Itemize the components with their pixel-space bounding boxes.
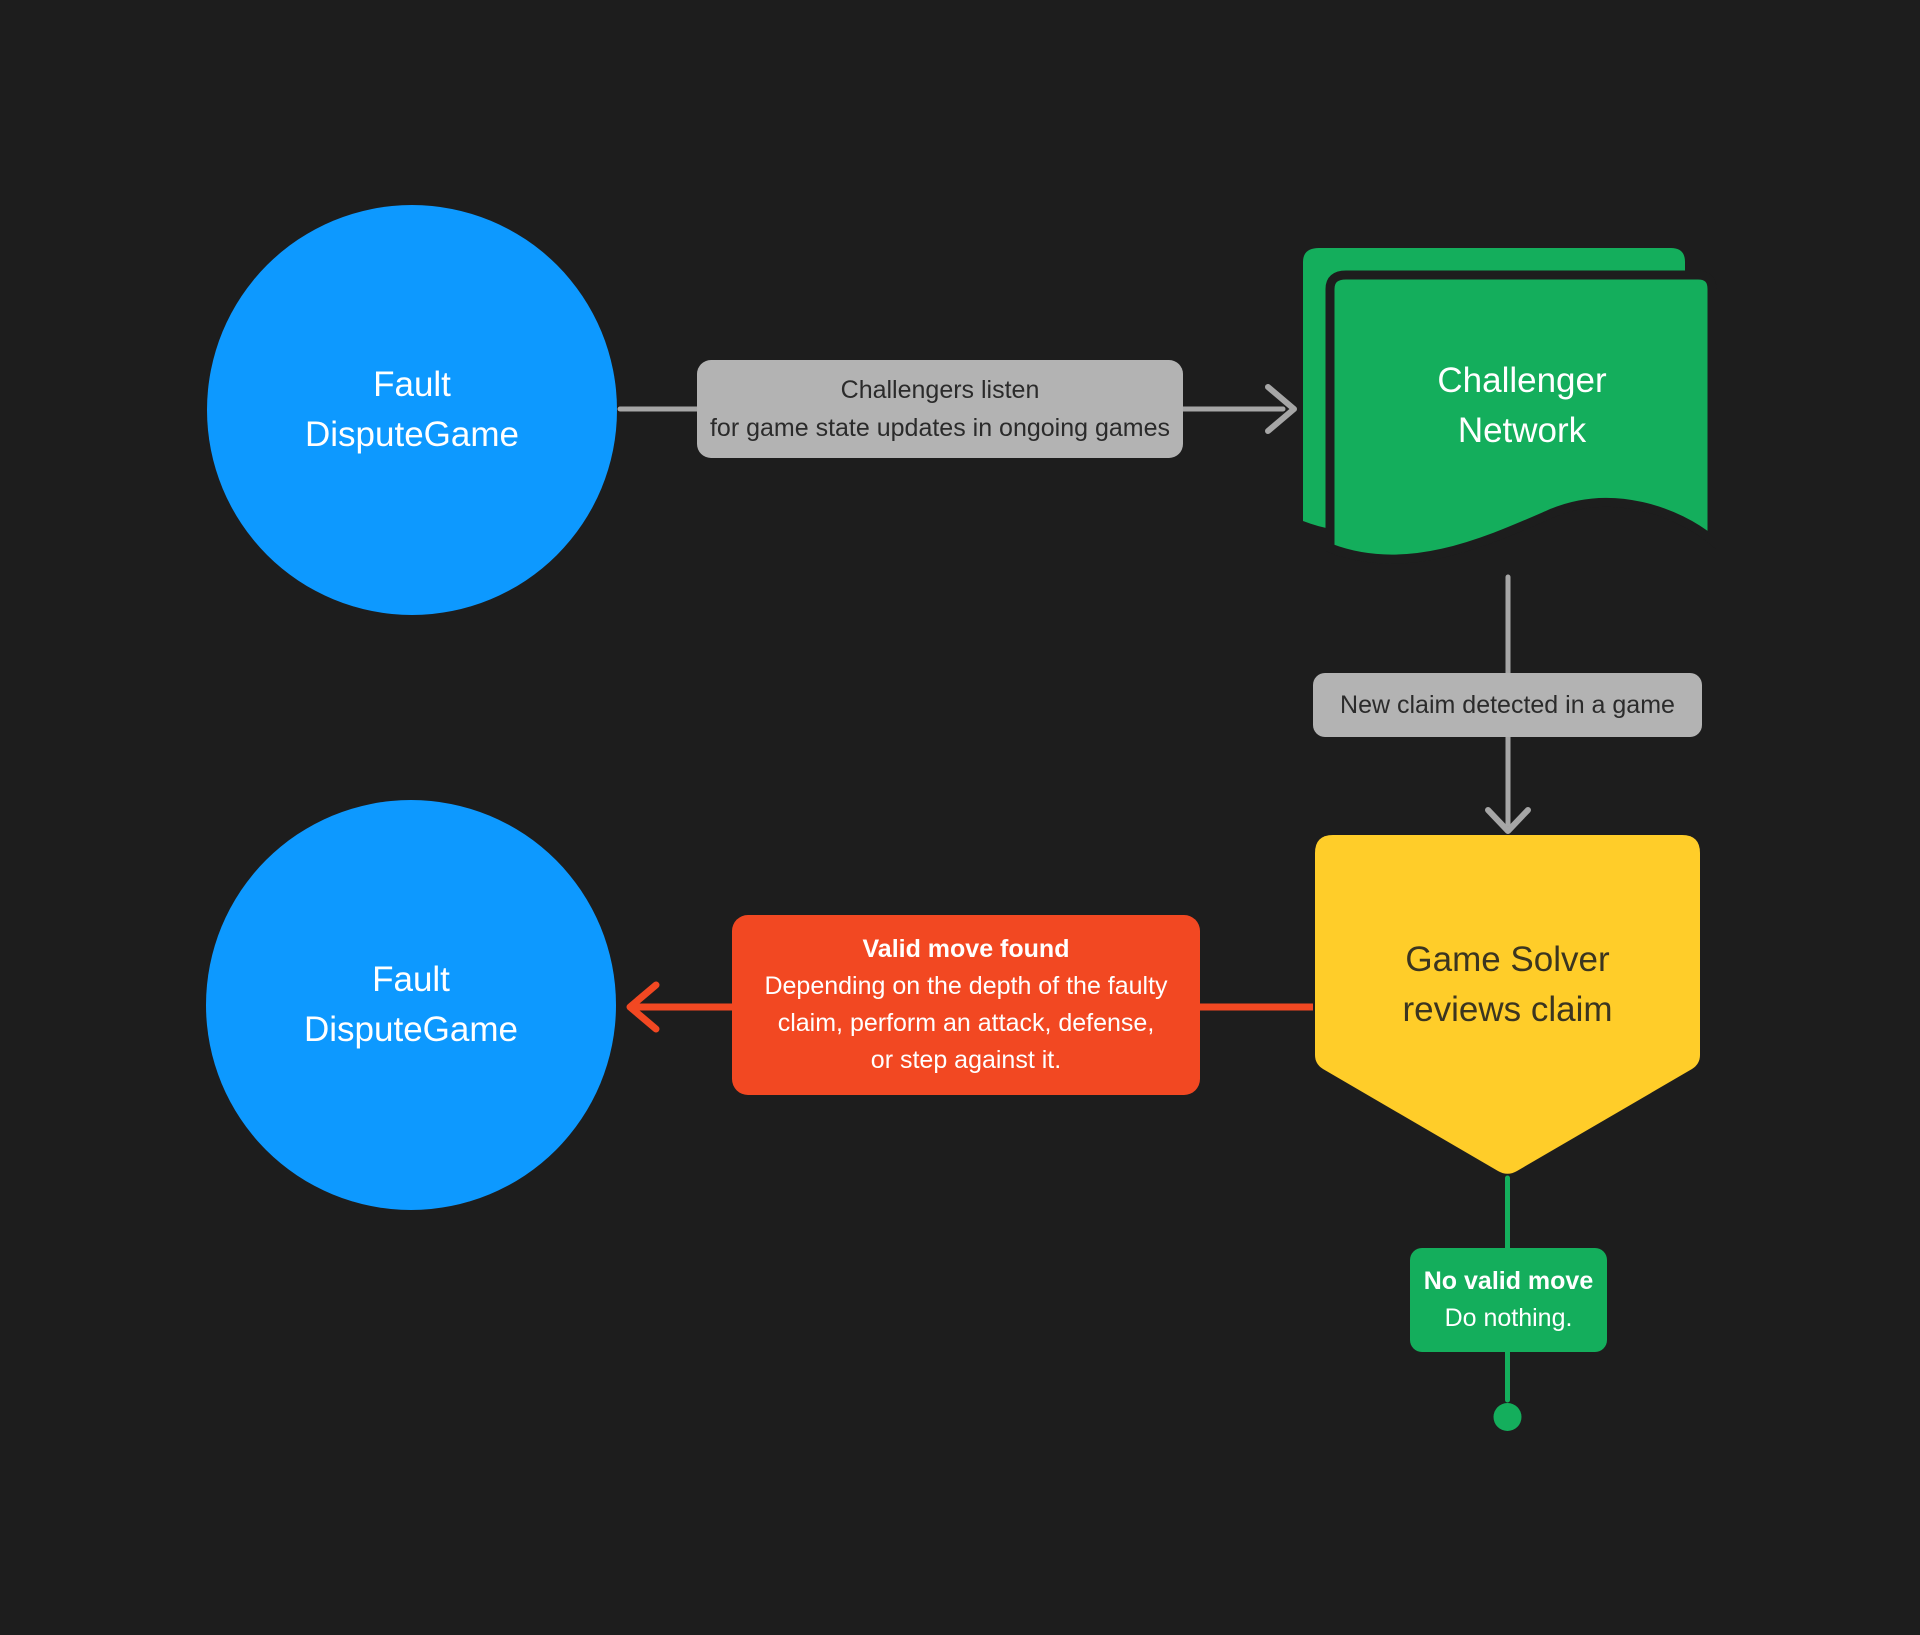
game-solver-pentagon [1315,835,1700,1174]
edge-label-line: Do nothing. [1444,1304,1573,1332]
fault-dispute-game-label-top: Fault DisputeGame [212,310,612,510]
arrowhead-down-icon [1485,807,1531,834]
node-text-line: Challenger [1437,361,1607,400]
challengers-listen-label: Challengers listen for game state update… [697,360,1183,458]
edge-label-line: Challengers listen [840,376,1040,404]
challenger-network-document-front [1325,270,1717,564]
arrowhead-right-icon [1265,384,1297,434]
edge-label-line: Depending on the depth of the faulty [764,972,1168,1000]
no-valid-move-label: No valid move Do nothing. [1410,1248,1607,1352]
challenger-network-label: Challenger Network [1332,306,1712,506]
game-solver-label: Game Solver reviews claim [1315,885,1700,1085]
arrowhead-left-icon [626,981,660,1033]
node-text-line: reviews claim [1402,990,1613,1029]
fault-dispute-game-circle-bottom [206,800,616,1210]
valid-move-label: Valid move found Depending on the depth … [732,915,1200,1095]
new-claim-label: New claim detected in a game [1313,673,1702,737]
edge-label-line: for game state updates in ongoing games [709,414,1171,442]
terminal-dot [1493,1403,1522,1431]
edge-label-title: Valid move found [862,935,1070,963]
edge-label-line: New claim detected in a game [1340,691,1675,719]
node-text-line: DisputeGame [304,1010,518,1049]
node-text-line: Network [1457,411,1587,450]
node-text-line: Game Solver [1405,940,1610,979]
fault-dispute-game-label-bottom: Fault DisputeGame [211,905,611,1105]
fault-dispute-game-circle-top [207,205,617,615]
node-text-line: Fault [372,960,450,999]
node-text-line: Fault [373,365,451,404]
edge-label-title: No valid move [1423,1267,1594,1295]
node-text-line: DisputeGame [305,415,519,454]
edge-label-line: claim, perform an attack, defense, [777,1009,1155,1037]
edge-label-line: or step against it. [870,1046,1062,1074]
